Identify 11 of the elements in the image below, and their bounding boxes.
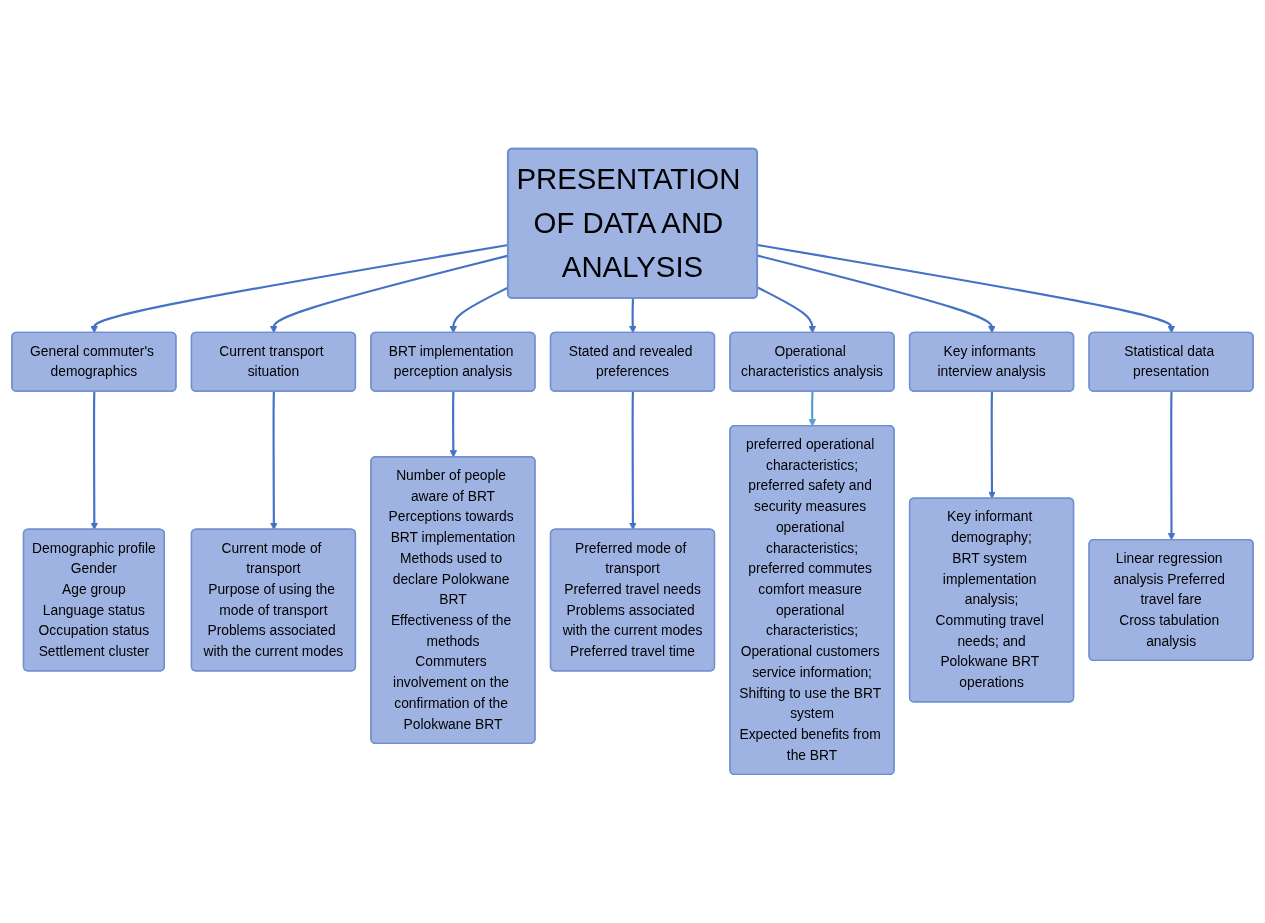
arrow [449, 391, 458, 458]
arrow [757, 254, 996, 334]
arrow [1167, 391, 1176, 541]
arrow [90, 391, 99, 531]
arrow [628, 298, 637, 334]
arrow [808, 391, 817, 427]
arrow [757, 243, 1176, 334]
arrow [270, 391, 278, 531]
arrow [757, 286, 817, 334]
arrow [988, 391, 996, 499]
arrow [629, 391, 637, 531]
